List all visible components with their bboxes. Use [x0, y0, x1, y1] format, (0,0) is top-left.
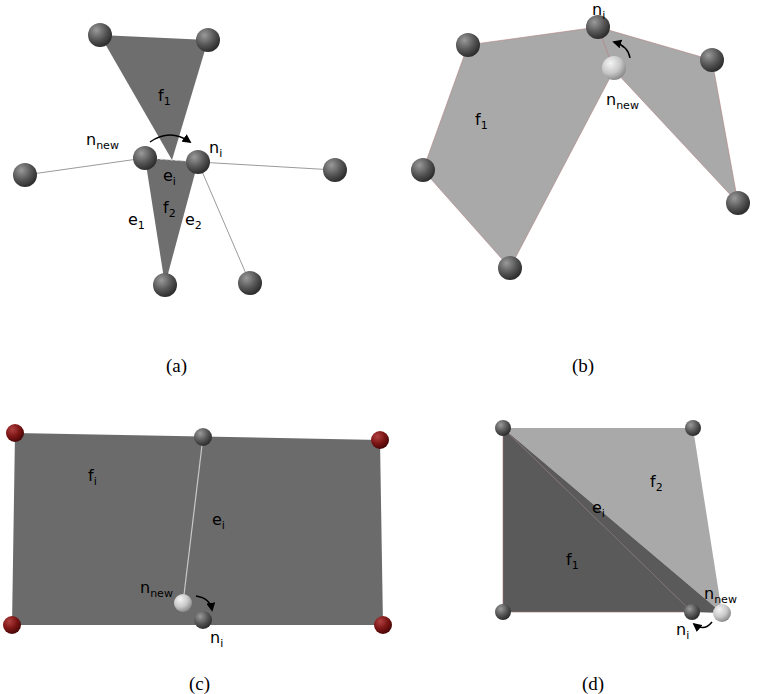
- symbol-base: f: [163, 198, 169, 217]
- face: [503, 428, 722, 613]
- symbol-base: n: [209, 138, 219, 157]
- symbol-subscript: 1: [164, 95, 171, 108]
- symbol-subscript: 2: [195, 219, 202, 232]
- symbol-subscript: i: [222, 519, 225, 532]
- panel-d: [495, 420, 731, 628]
- symbol-subscript: new: [150, 587, 173, 600]
- symbol-subscript: new: [714, 593, 737, 606]
- element-label: f2: [163, 200, 176, 216]
- element-label: nnew: [140, 580, 173, 596]
- symbol-base: f: [650, 472, 656, 491]
- element-label: e1: [128, 212, 145, 228]
- symbol-base: f: [475, 110, 481, 129]
- face: [503, 428, 722, 613]
- element-label: f1: [475, 112, 488, 128]
- panel-c: [3, 424, 392, 634]
- symbol-subscript: i: [94, 475, 97, 488]
- symbol-base: f: [566, 550, 572, 569]
- face: [423, 27, 614, 268]
- element-label: f1: [158, 88, 171, 104]
- symbol-base: n: [86, 130, 96, 149]
- element-label: nnew: [704, 586, 737, 602]
- symbol-base: n: [676, 620, 686, 639]
- element-label: ni: [209, 140, 222, 156]
- mesh-node: [3, 424, 392, 634]
- element-label: fi: [88, 468, 97, 484]
- symbol-subscript: i: [602, 9, 605, 22]
- symbol-base: n: [210, 628, 220, 647]
- panel-caption: (d): [582, 674, 604, 693]
- symbol-subscript: 1: [138, 219, 145, 232]
- symbol-base: f: [88, 466, 94, 485]
- symbol-base: e: [592, 498, 602, 517]
- symbol-base: e: [185, 210, 195, 229]
- panel-a: [13, 23, 347, 297]
- element-label: ei: [212, 512, 225, 528]
- element-label: f1: [566, 552, 579, 568]
- element-label: f2: [650, 474, 663, 490]
- symbol-subscript: i: [686, 629, 689, 642]
- symbol-base: n: [592, 0, 602, 19]
- element-label: e2: [185, 212, 202, 228]
- mesh-node: [13, 23, 347, 297]
- symbol-subscript: 2: [656, 481, 663, 494]
- panel-b: [411, 15, 750, 280]
- symbol-subscript: 2: [169, 207, 176, 220]
- symbol-subscript: new: [96, 139, 119, 152]
- panel-caption: (b): [572, 356, 594, 375]
- symbol-subscript: i: [173, 175, 176, 188]
- symbol-base: e: [212, 510, 222, 529]
- element-label: ni: [676, 622, 689, 638]
- panel-caption: (a): [166, 356, 187, 375]
- symbol-subscript: 1: [481, 119, 488, 132]
- symbol-subscript: i: [219, 147, 222, 160]
- element-label: ei: [592, 500, 605, 516]
- symbol-subscript: 1: [572, 559, 579, 572]
- symbol-base: n: [704, 584, 714, 603]
- face: [145, 158, 198, 285]
- symbol-subscript: i: [602, 507, 605, 520]
- element-label: nnew: [606, 92, 639, 108]
- symbol-base: n: [140, 578, 150, 597]
- element-label: ni: [592, 2, 605, 18]
- face: [598, 27, 738, 203]
- symbol-subscript: new: [616, 99, 639, 112]
- face: [12, 433, 383, 625]
- mesh-edge: [25, 158, 145, 175]
- symbol-base: n: [606, 90, 616, 109]
- mesh-edge: [183, 437, 203, 603]
- mesh-edge: [198, 162, 335, 170]
- symbol-base: f: [158, 86, 164, 105]
- move-arrow: [694, 622, 712, 628]
- element-label: ni: [210, 630, 223, 646]
- panel-caption: (c): [189, 674, 210, 693]
- element-label: ei: [163, 168, 176, 184]
- move-arrow: [150, 135, 190, 142]
- mesh-node: [411, 15, 750, 280]
- symbol-base: e: [128, 210, 138, 229]
- symbol-subscript: i: [220, 637, 223, 650]
- element-label: nnew: [86, 132, 119, 148]
- symbol-base: e: [163, 166, 173, 185]
- move-arrow: [196, 596, 212, 610]
- move-arrow: [614, 42, 630, 58]
- mesh-edge: [198, 162, 250, 283]
- mesh-node: [495, 420, 731, 622]
